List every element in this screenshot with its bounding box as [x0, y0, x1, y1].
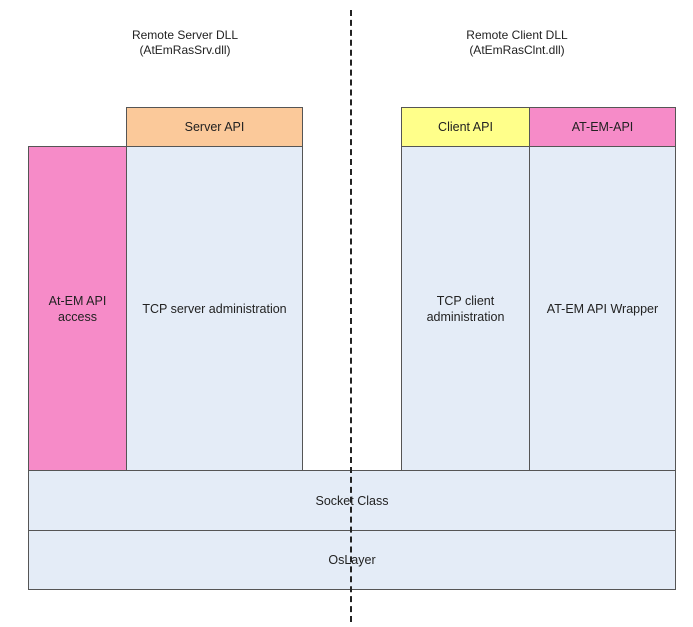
- client-dll-filename: (AtEmRasClnt.dll): [469, 43, 565, 57]
- at-em-api-wrapper-box: AT-EM API Wrapper: [529, 146, 676, 471]
- tcp-server-administration-box: TCP server administration: [126, 146, 303, 471]
- socket-class-box: Socket Class: [28, 470, 676, 531]
- oslayer-box: OsLayer: [28, 530, 676, 590]
- tcp-server-administration-label: TCP server administration: [142, 301, 287, 316]
- client-api-box: Client API: [401, 107, 530, 147]
- at-em-api-access-label-line2: access: [58, 309, 97, 324]
- server-api-box: Server API: [126, 107, 303, 147]
- at-em-api-access-label-line1: At-EM API: [48, 293, 107, 308]
- oslayer-label: OsLayer: [328, 553, 376, 567]
- server-client-divider: [350, 10, 352, 622]
- server-dll-heading: Remote Server DLL (AtEmRasSrv.dll): [100, 28, 270, 58]
- tcp-client-administration-label-line2: administration: [426, 309, 505, 324]
- server-dll-title: Remote Server DLL: [131, 28, 239, 42]
- tcp-client-administration-box: TCP client administration: [401, 146, 530, 471]
- server-dll-filename: (AtEmRasSrv.dll): [139, 43, 231, 57]
- at-em-api-box: AT-EM-API: [529, 107, 676, 147]
- client-api-label: Client API: [438, 120, 493, 134]
- tcp-client-administration-label-line1: TCP client: [436, 293, 495, 308]
- client-dll-heading: Remote Client DLL (AtEmRasClnt.dll): [432, 28, 602, 58]
- at-em-api-label: AT-EM-API: [571, 120, 634, 134]
- client-dll-title: Remote Client DLL: [466, 28, 568, 42]
- at-em-api-access-box: At-EM API access: [28, 146, 127, 471]
- at-em-api-wrapper-label: AT-EM API Wrapper: [546, 301, 659, 316]
- server-api-label: Server API: [184, 120, 245, 134]
